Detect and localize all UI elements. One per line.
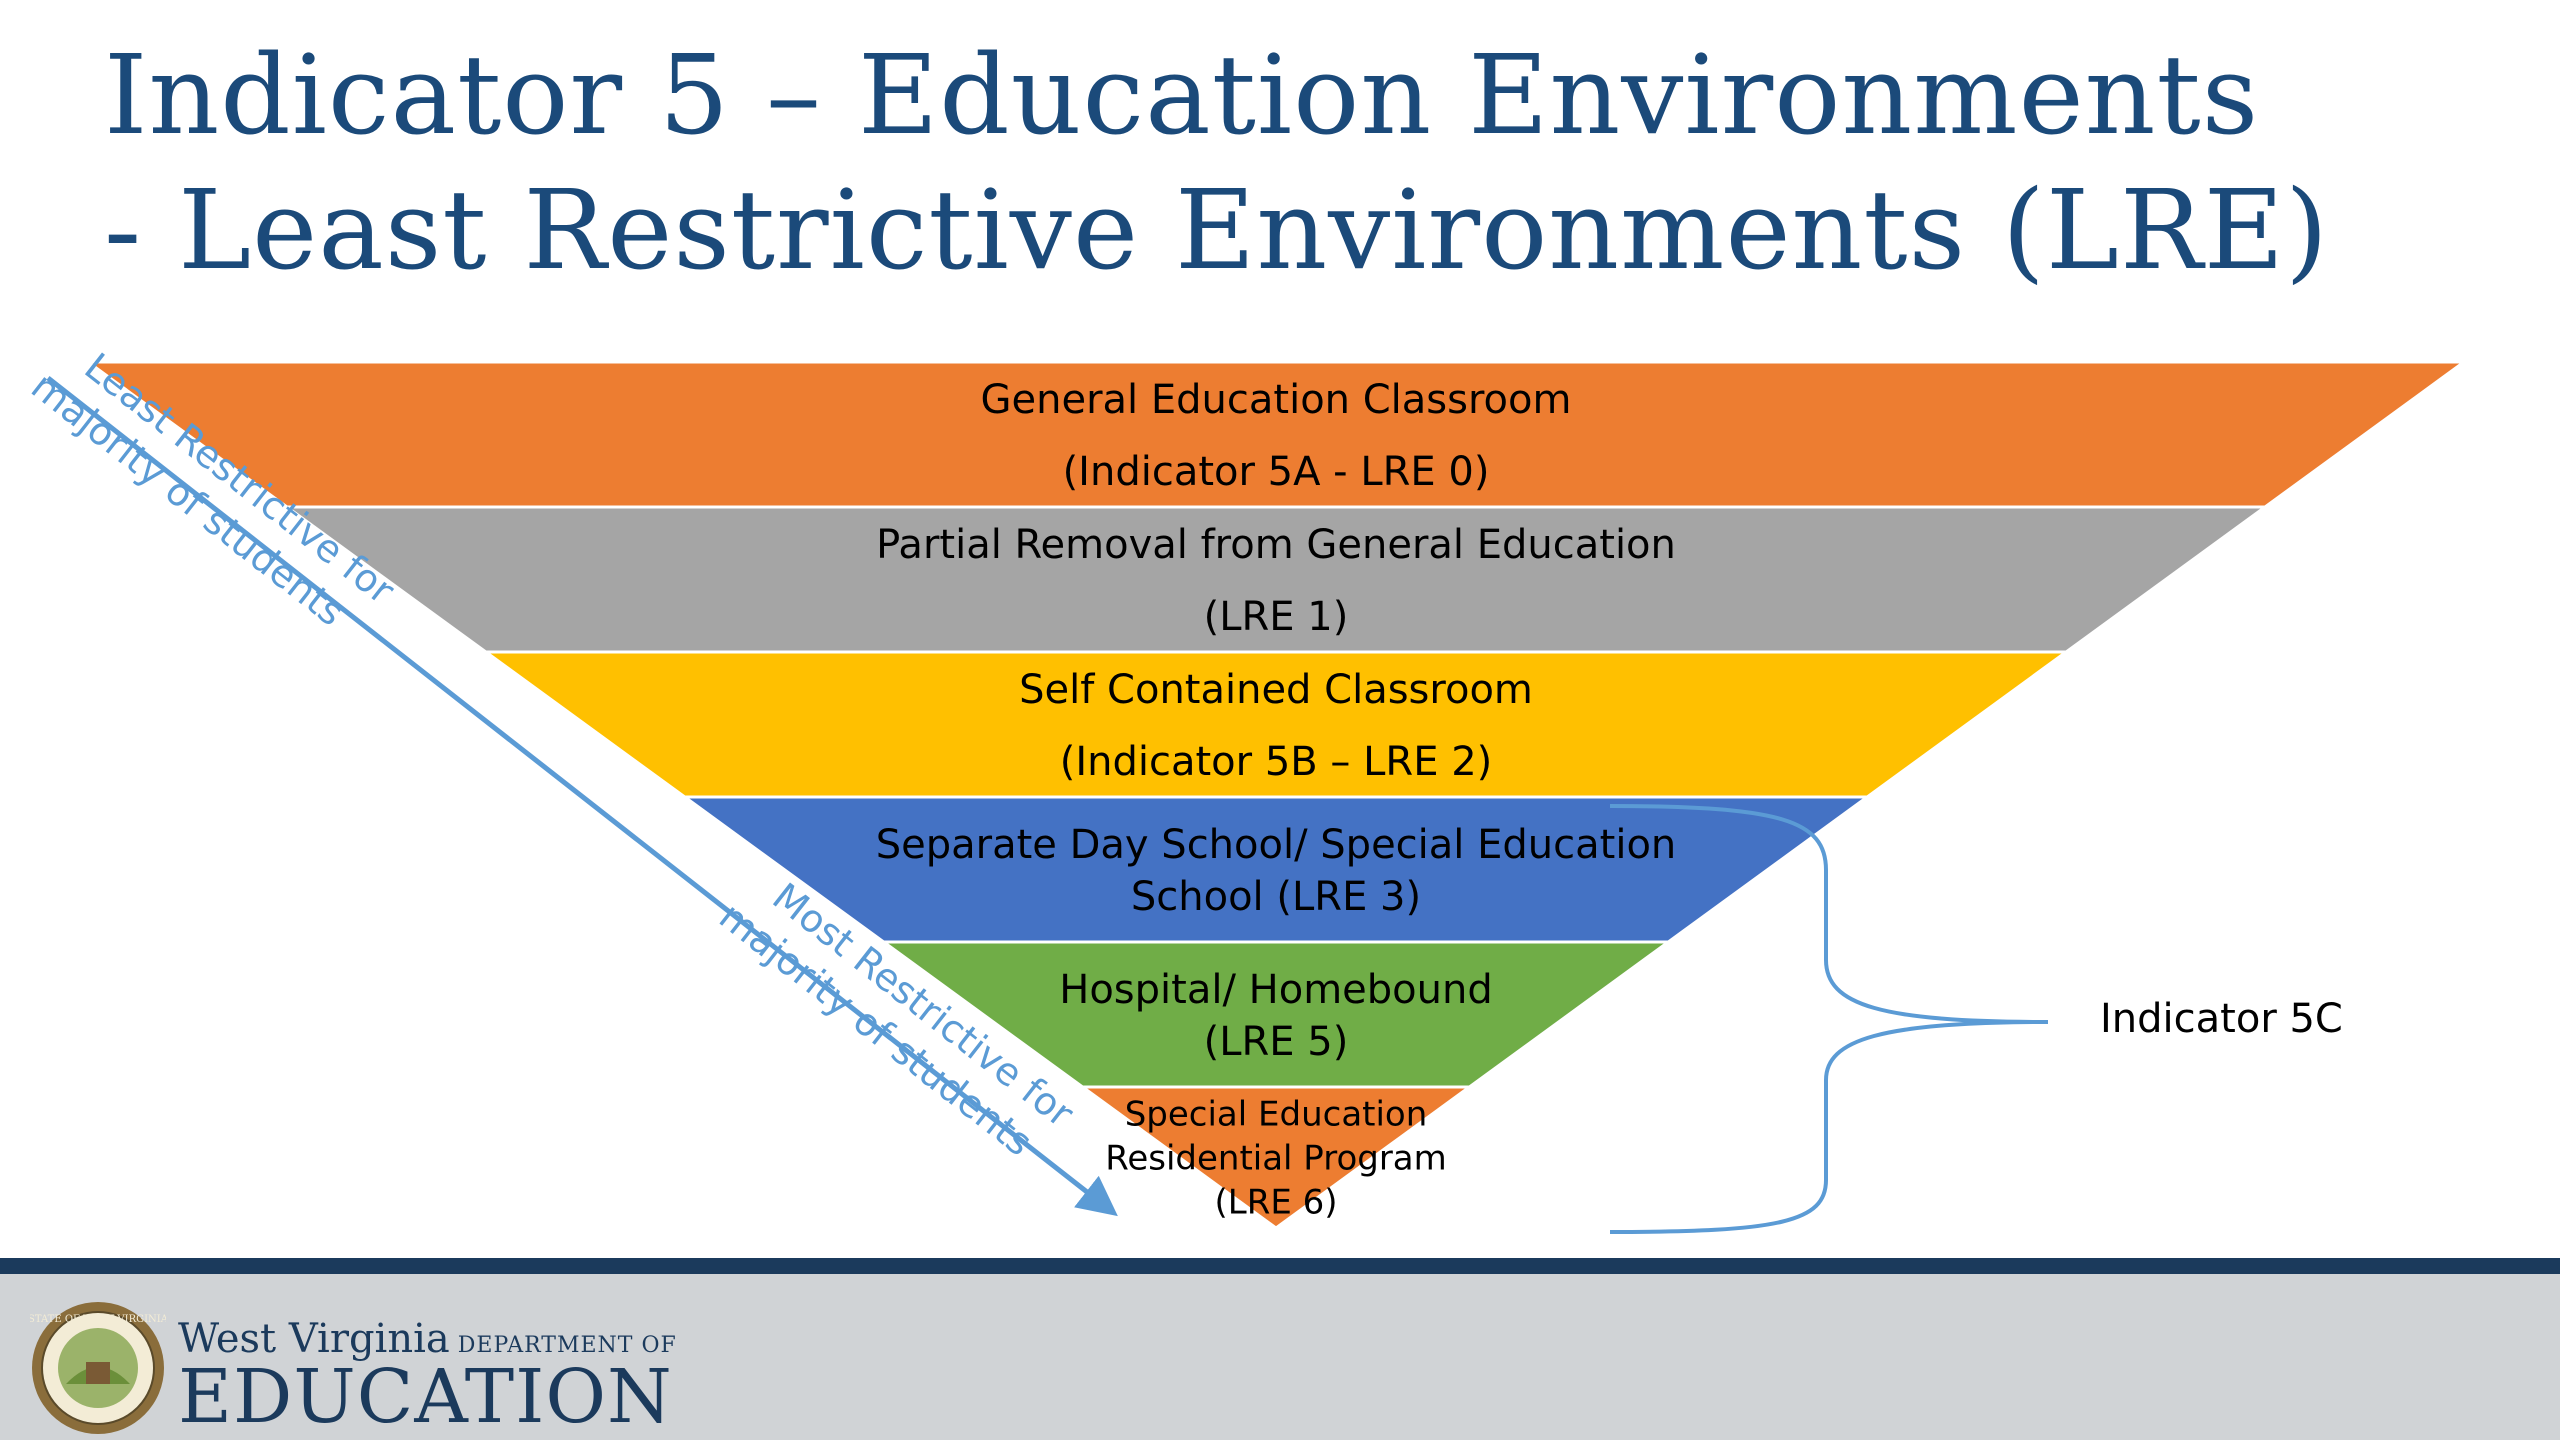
lre-funnel-diagram: General Education Classroom (Indicator 5A… <box>23 344 2469 1234</box>
state-seal-icon: STATE OF WEST VIRGINIA <box>30 1302 166 1434</box>
education-wordmark: EDUCATION <box>178 1354 673 1440</box>
funnel-level-4-label: School (LRE 3) <box>1131 874 1421 920</box>
funnel-level-6-label: (LRE 6) <box>1214 1183 1337 1223</box>
funnel-level-6 <box>1077 1085 1475 1230</box>
funnel-level-3-label: Self Contained Classroom <box>1019 667 1533 713</box>
funnel-level-2-label: (LRE 1) <box>1204 594 1349 640</box>
funnel-level-1-label: General Education Classroom <box>981 377 1572 423</box>
seal-text: STATE OF WEST VIRGINIA <box>30 1314 166 1325</box>
footer: STATE OF WEST VIRGINIA West Virginia DEPA… <box>0 1258 2560 1440</box>
funnel: General Education Classroom (Indicator 5A… <box>83 360 2469 1230</box>
indicator-5c-label: Indicator 5C <box>2100 996 2343 1042</box>
funnel-level-6-label: Residential Program <box>1105 1139 1447 1179</box>
funnel-level-5-label: Hospital/ Homebound <box>1059 967 1492 1013</box>
funnel-level-1-label: (Indicator 5A - LRE 0) <box>1063 449 1490 495</box>
org-name: West Virginia <box>178 1316 450 1362</box>
restrictiveness-arrow-line <box>46 376 1118 1217</box>
title-line-2: - Least Restrictive Environments (LRE) <box>104 166 2330 294</box>
funnel-level-5-label: (LRE 5) <box>1204 1019 1349 1065</box>
indicator-5c-bracket <box>1609 804 2049 1234</box>
funnel-level-2-label: Partial Removal from General Education <box>876 522 1676 568</box>
title-line-1: Indicator 5 – Education Environments <box>104 31 2260 159</box>
department-label: DEPARTMENT OF <box>457 1333 677 1358</box>
wv-header: West Virginia DEPARTMENT OF <box>178 1316 677 1362</box>
slide-title: Indicator 5 – Education Environments - L… <box>104 28 2524 298</box>
funnel-level-6-label: Special Education <box>1125 1095 1428 1135</box>
funnel-level-4 <box>680 795 1872 944</box>
funnel-level-3-label: (Indicator 5B – LRE 2) <box>1060 739 1493 785</box>
funnel-level-4-label: Separate Day School/ Special Education <box>876 822 1677 868</box>
